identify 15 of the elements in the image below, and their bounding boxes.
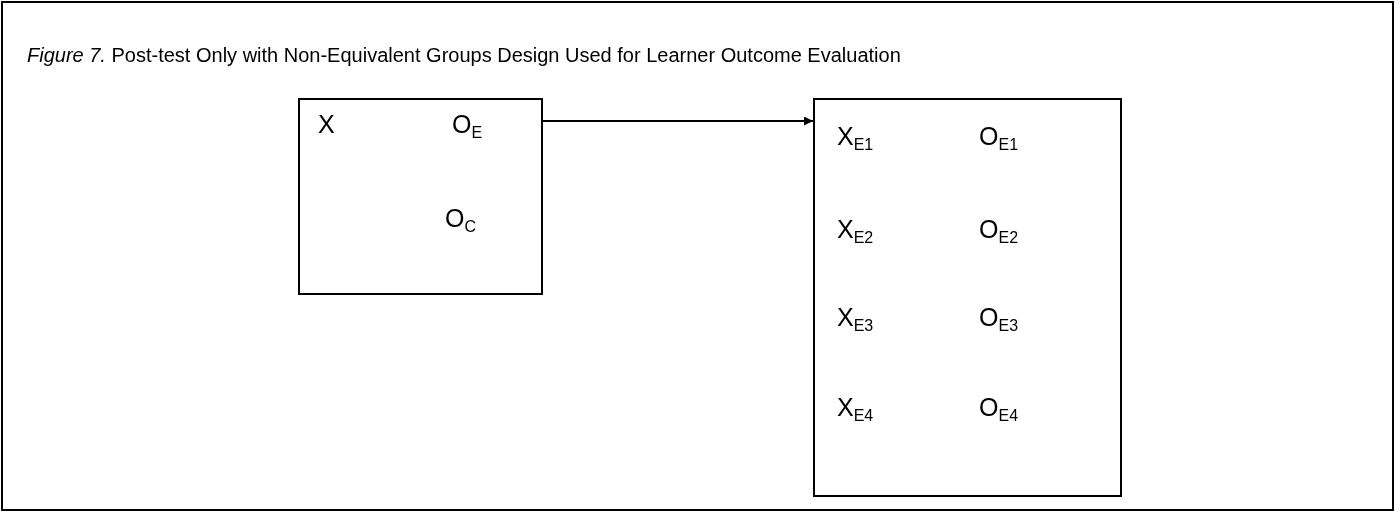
observation-symbol: O$_{C}$ xyxy=(445,206,476,235)
figure-caption: Figure 7. Post-test Only with Non-Equivalent Groups Design Used for Learner Outcome Evaluation xyxy=(27,44,901,67)
observation-symbol: O$_{E3}$ xyxy=(979,305,1019,334)
group-box xyxy=(298,98,543,295)
treatment-symbol: X xyxy=(318,112,335,137)
group-box xyxy=(813,98,1122,497)
treatment-symbol: X$_{E4}$ xyxy=(837,395,874,424)
observation-symbol: O$_{E4}$ xyxy=(979,395,1019,424)
observation-symbol: O$_{E2}$ xyxy=(979,217,1019,246)
observation-symbol: O$_{E1}$ xyxy=(979,124,1019,153)
observation-symbol: O$_{E}$ xyxy=(452,112,483,141)
arrow xyxy=(542,116,814,126)
treatment-symbol: X$_{E1}$ xyxy=(837,124,874,153)
treatment-symbol: X$_{E2}$ xyxy=(837,217,874,246)
treatment-symbol: X$_{E3}$ xyxy=(837,305,874,334)
